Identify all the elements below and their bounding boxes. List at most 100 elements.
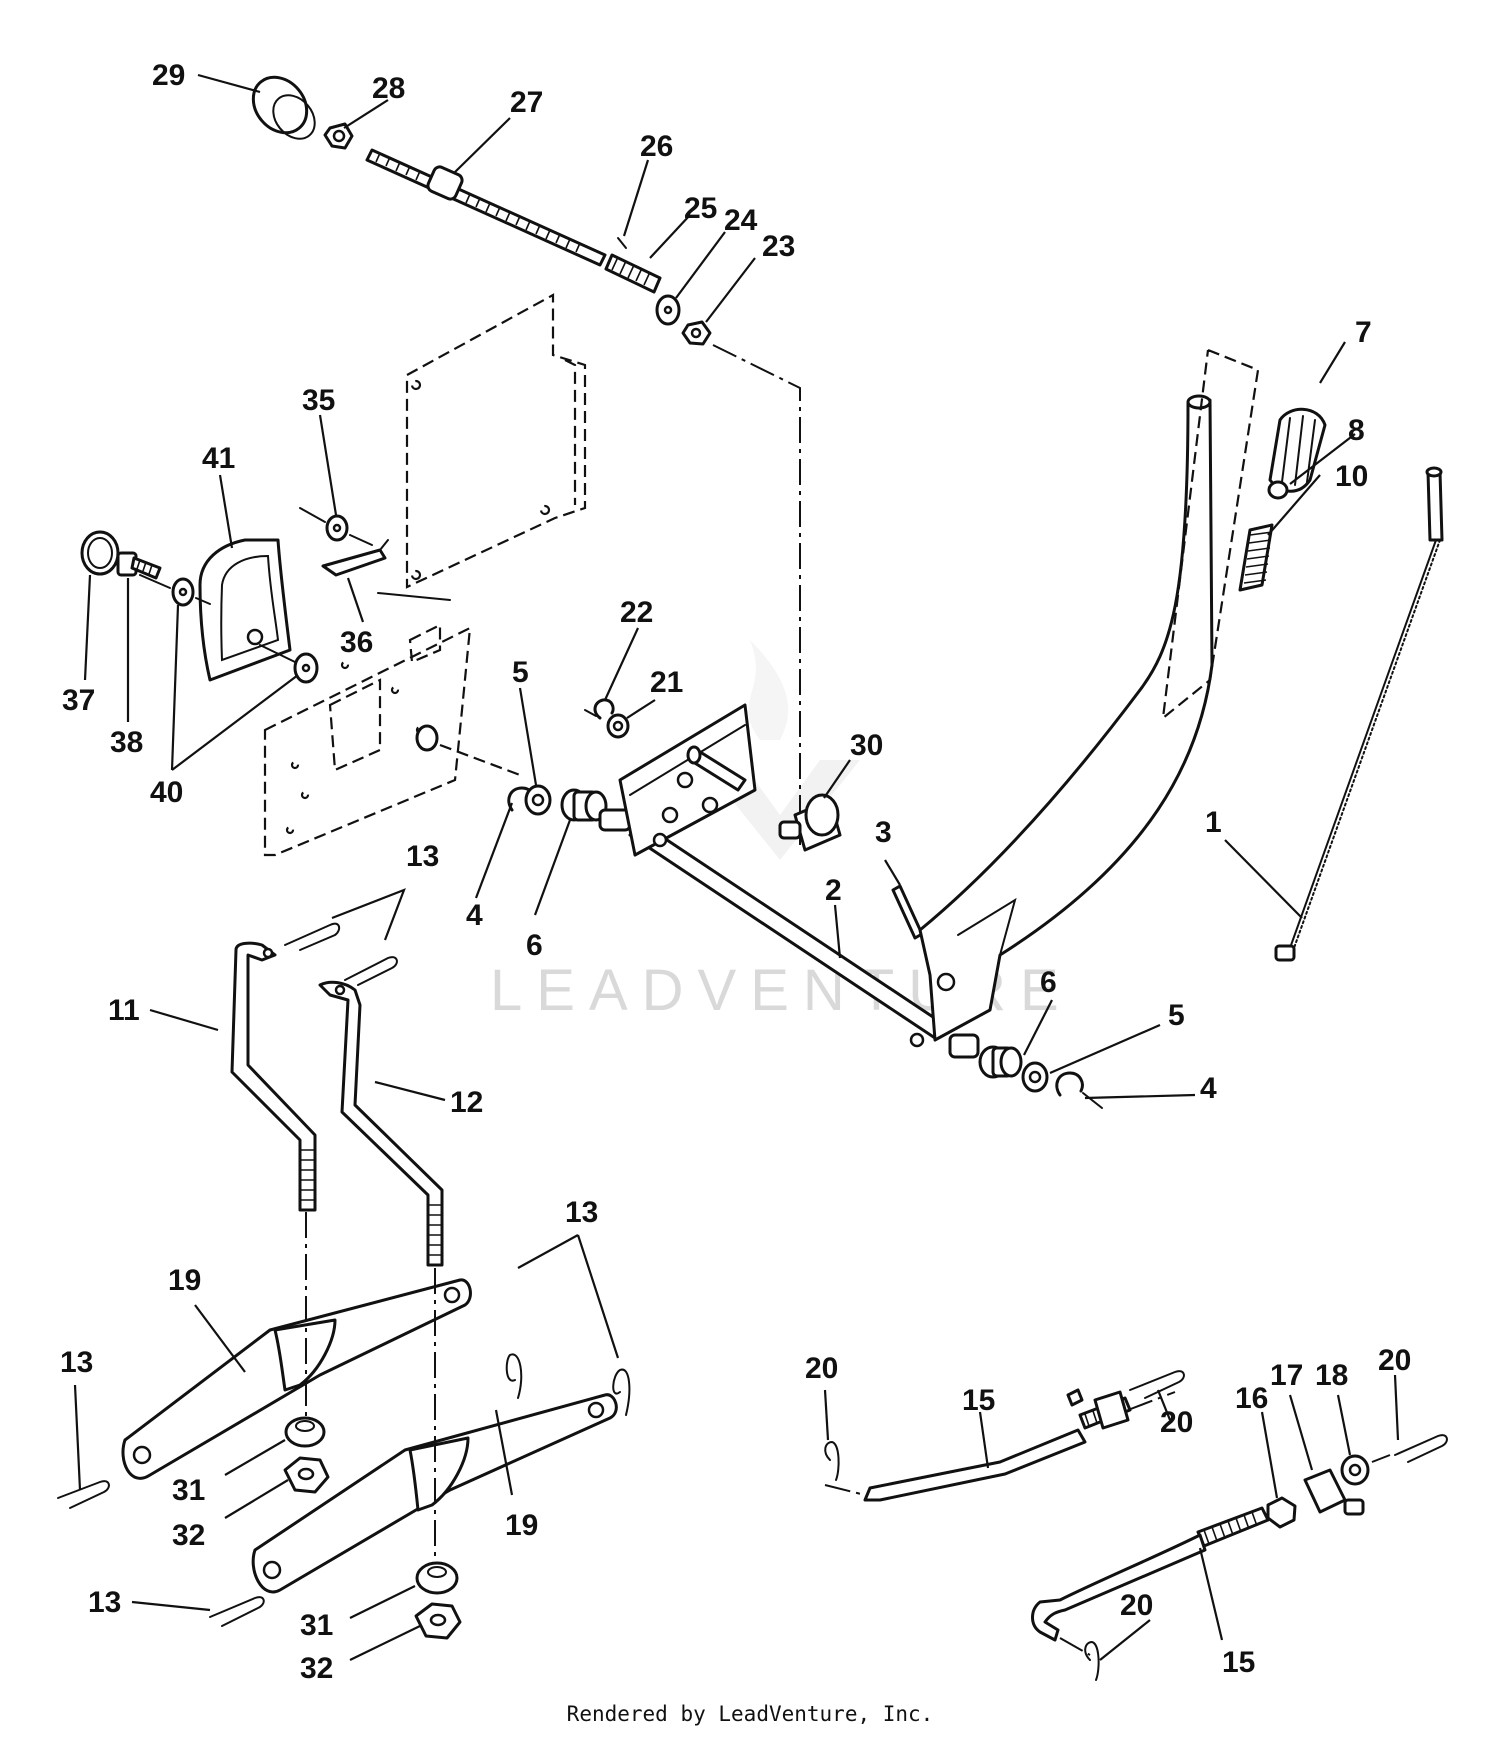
washer-part-40-upper [171,577,195,607]
callout-labels: 29 28 27 26 25 24 23 7 8 10 35 41 37 38 … [60,59,1411,1685]
callout-3: 3 [875,816,892,849]
callout-4-left: 4 [466,899,483,932]
callout-13-upper: 13 [406,840,439,873]
callout-20-left: 20 [805,1352,838,1385]
nut-part-32-lower [414,1602,462,1640]
callout-31-upper: 31 [172,1474,205,1507]
hairpin-clip-part-20-d [1084,1640,1100,1681]
callout-6-left: 6 [526,929,543,962]
washer-part-5-left [524,784,552,816]
shoulder-bolt-part-38 [116,551,162,580]
callout-13-right: 13 [565,1196,598,1229]
callout-5-left: 5 [512,656,529,689]
callout-20-bottom: 20 [1120,1589,1153,1622]
washer-part-21 [606,713,630,739]
nut-part-32-upper [283,1456,330,1494]
washer-part-35 [325,514,349,542]
spring-part-10 [1238,523,1274,592]
trunnion-part-30 [778,793,842,852]
callout-24: 24 [724,204,758,237]
bushing-part-6-right [978,1045,1023,1079]
callout-13-lower: 13 [88,1586,121,1619]
release-rod-part-1 [1274,466,1444,962]
index-bracket-part-41 [198,538,292,682]
callout-35: 35 [302,384,335,417]
cotter-pin-part-26 [617,237,627,249]
callout-30: 30 [850,729,883,762]
adjustment-knob-part-29 [251,75,316,140]
hairpin-clip-part-13-d [612,1368,631,1416]
deck-lift-rod-part-15-upper [863,1388,1132,1502]
hairpin-clip-part-13-e [57,1480,110,1509]
callout-15-lower: 15 [1222,1646,1255,1679]
render-credit: Rendered by LeadVenture, Inc. [566,1702,934,1726]
callout-25: 25 [684,192,717,225]
hairpin-clip-part-13-b [344,956,398,986]
lift-link-part-11 [230,941,317,1212]
callout-32-lower: 32 [300,1652,333,1685]
callout-17: 17 [1270,1359,1303,1392]
washer-part-16 [1266,1496,1297,1529]
spring-part-25 [604,253,662,294]
callout-13-left: 13 [60,1346,93,1379]
nut-part-18 [1340,1454,1370,1486]
callout-31-lower: 31 [300,1609,333,1642]
callout-19-upper: 19 [168,1264,201,1297]
nut-part-23 [681,320,712,346]
callout-15-upper: 15 [962,1384,995,1417]
roll-pin-part-3 [891,884,924,940]
callout-1: 1 [1205,806,1222,839]
callout-22: 22 [620,596,653,629]
callout-19-lower: 19 [505,1509,538,1542]
callout-41: 41 [202,442,235,475]
bushing-stud [415,724,439,752]
washer-part-5-right [1021,1061,1049,1093]
callout-26: 26 [640,130,673,163]
washer-part-24 [655,294,681,326]
washer-part-40-lower [293,652,319,684]
rubber-bushing-part-31-upper [284,1416,326,1448]
callout-4-right: 4 [1200,1072,1217,1105]
hairpin-clip-part-20-b [1129,1370,1185,1399]
hairpin-clip-part-20-a [824,1440,840,1481]
lift-link-part-12 [318,980,444,1267]
hairpin-clip-part-20-c [1394,1434,1448,1463]
retaining-ring-part-37 [80,530,120,576]
callout-29: 29 [152,59,185,92]
callout-27: 27 [510,86,543,119]
callout-5-right: 5 [1168,999,1185,1032]
hairpin-clip-part-13-f [209,1596,265,1627]
hairpin-clip-part-13-a [284,922,341,951]
callout-16: 16 [1235,1382,1268,1415]
rubber-bushing-part-31-lower [415,1561,459,1595]
callout-20-right: 20 [1378,1344,1411,1377]
e-ring-part-22 [593,698,615,720]
hairpin-clip-part-13-c [505,1353,523,1399]
callout-8: 8 [1348,414,1365,447]
callout-7: 7 [1355,316,1372,349]
callout-6-right: 6 [1040,966,1057,999]
frame-plate-outline-upper [405,293,587,589]
trunnion-part-17 [1303,1468,1365,1516]
leader-lines [73,73,1400,1661]
deck-lift-rod-part-15-lower [1031,1506,1270,1642]
callout-10: 10 [1335,460,1368,493]
callout-20-mid: 20 [1160,1406,1193,1439]
callout-36: 36 [340,626,373,659]
spring-clip-part-36 [321,539,389,577]
callout-12: 12 [450,1086,483,1119]
callout-32-upper: 32 [172,1519,205,1552]
callout-21: 21 [650,666,683,699]
callout-2: 2 [825,874,842,907]
e-ring-part-4-right [1055,1071,1084,1097]
threaded-rod-part-27 [365,148,607,267]
callout-23: 23 [762,230,795,263]
lift-handle [909,394,1214,1059]
callout-11: 11 [108,994,140,1027]
callout-28: 28 [372,72,405,105]
callout-37: 37 [62,684,95,717]
ball-part-8 [1267,480,1289,500]
callout-18: 18 [1315,1359,1348,1392]
callout-40: 40 [150,776,183,809]
